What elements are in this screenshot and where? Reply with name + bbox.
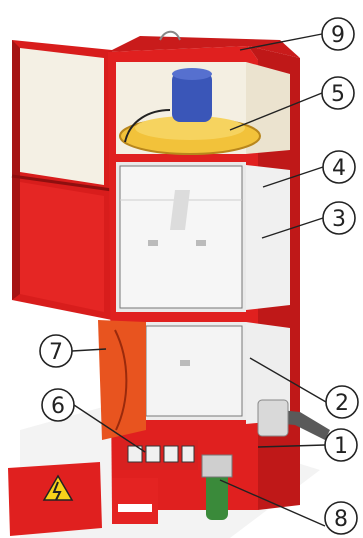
svg-text:3: 3 (332, 207, 346, 232)
svg-text:1: 1 (334, 434, 348, 459)
svg-text:4: 4 (332, 156, 346, 181)
svg-text:6: 6 (51, 394, 65, 419)
callout-9: 9 (322, 18, 354, 50)
callout-8: 8 (325, 502, 357, 534)
orange-panel (98, 320, 146, 440)
callout-3: 3 (323, 202, 355, 234)
svg-text:2: 2 (335, 391, 349, 416)
callout-6: 6 (42, 389, 74, 421)
callout-5: 5 (322, 77, 354, 109)
svg-text:7: 7 (49, 340, 63, 365)
callout-1: 1 (325, 429, 357, 461)
callout-4: 4 (323, 151, 355, 183)
callout-7: 7 (40, 335, 72, 367)
open-door (12, 40, 112, 320)
svg-text:8: 8 (334, 507, 348, 532)
control-box (120, 440, 198, 470)
svg-text:5: 5 (331, 82, 345, 107)
callout-2: 2 (326, 386, 358, 418)
svg-text:9: 9 (331, 23, 345, 48)
